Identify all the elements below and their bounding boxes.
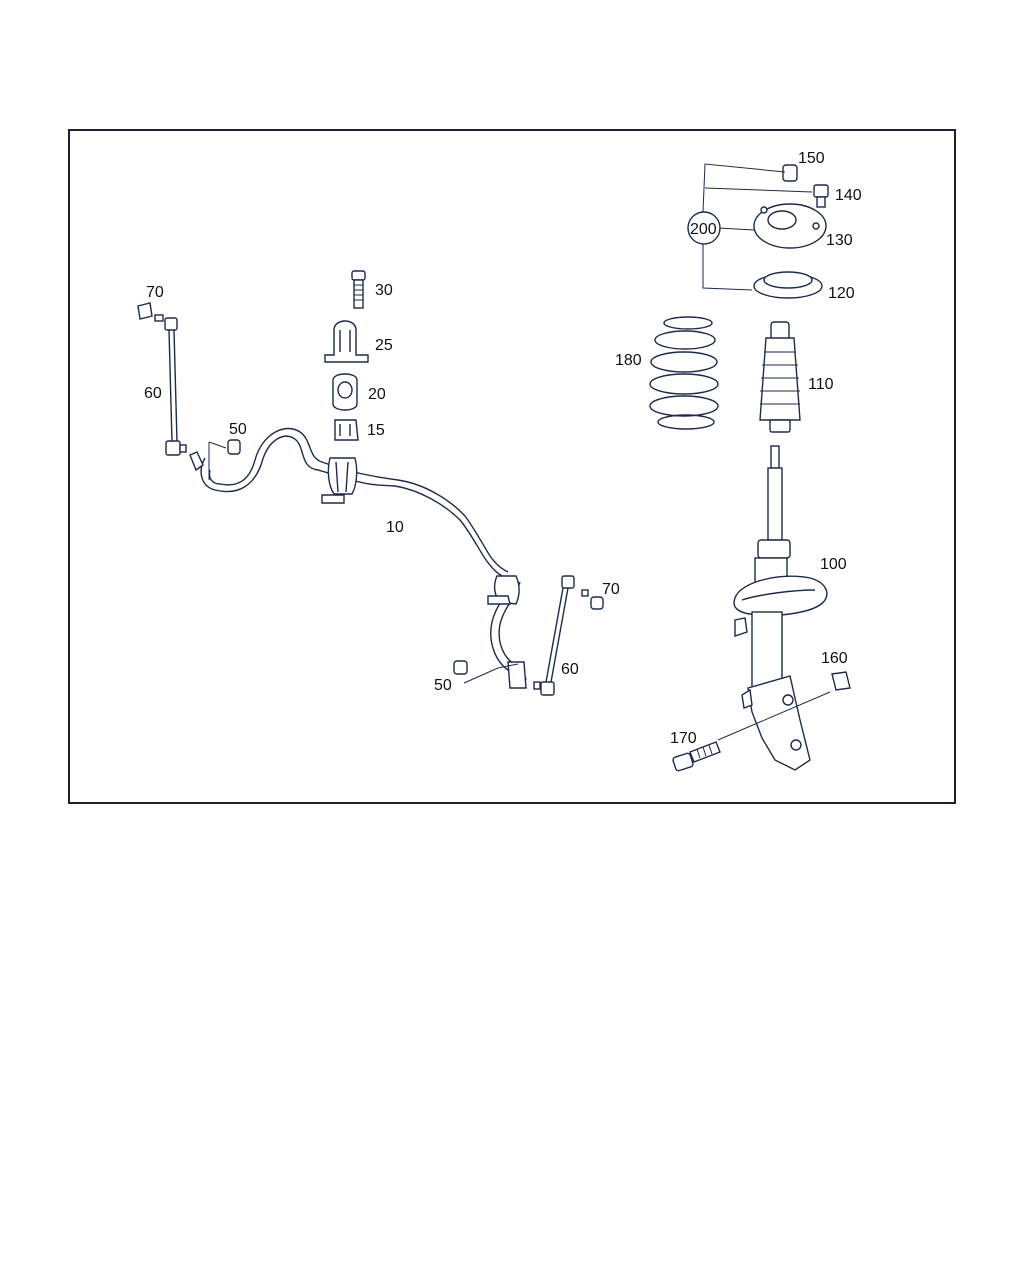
label-170: 170 — [670, 730, 697, 747]
label-150: 150 — [798, 150, 825, 167]
label-10: 10 — [386, 519, 404, 536]
label-160: 160 — [821, 650, 848, 667]
label-15: 15 — [367, 422, 385, 439]
bushing-20 — [332, 373, 358, 411]
stabilizer-bar — [189, 427, 527, 689]
label-120: 120 — [828, 285, 855, 302]
bolt-170 — [672, 741, 721, 772]
assembly-circle-200 — [687, 211, 721, 245]
spring-pad — [753, 271, 823, 299]
top-nut-150 — [782, 164, 798, 182]
dust-boot — [759, 321, 801, 433]
label-60-left: 60 — [144, 385, 162, 402]
top-mount — [753, 203, 827, 249]
diagram-frame — [68, 129, 956, 804]
bushing-15 — [334, 419, 359, 441]
label-180: 180 — [615, 352, 642, 369]
label-20: 20 — [368, 386, 386, 403]
label-70-right: 70 — [602, 581, 620, 598]
nut-160 — [831, 671, 851, 691]
nuts — [137, 302, 604, 675]
label-30: 30 — [375, 282, 393, 299]
strut-assembly — [733, 445, 828, 771]
label-25: 25 — [375, 337, 393, 354]
label-70-left: 70 — [146, 284, 164, 301]
bolt-30 — [351, 270, 366, 309]
link-rod-right — [533, 575, 575, 696]
label-130: 130 — [826, 232, 853, 249]
label-100: 100 — [820, 556, 847, 573]
coil-spring — [649, 316, 719, 430]
label-50-right: 50 — [434, 677, 452, 694]
label-110: 110 — [808, 376, 834, 393]
label-200: 200 — [690, 221, 717, 238]
link-rod-left — [164, 317, 187, 456]
label-50-left: 50 — [229, 421, 247, 438]
label-60-right: 60 — [561, 661, 579, 678]
label-140: 140 — [835, 187, 862, 204]
bolt-140 — [813, 184, 829, 208]
bracket-25 — [324, 320, 369, 363]
leader-lines — [208, 163, 831, 741]
